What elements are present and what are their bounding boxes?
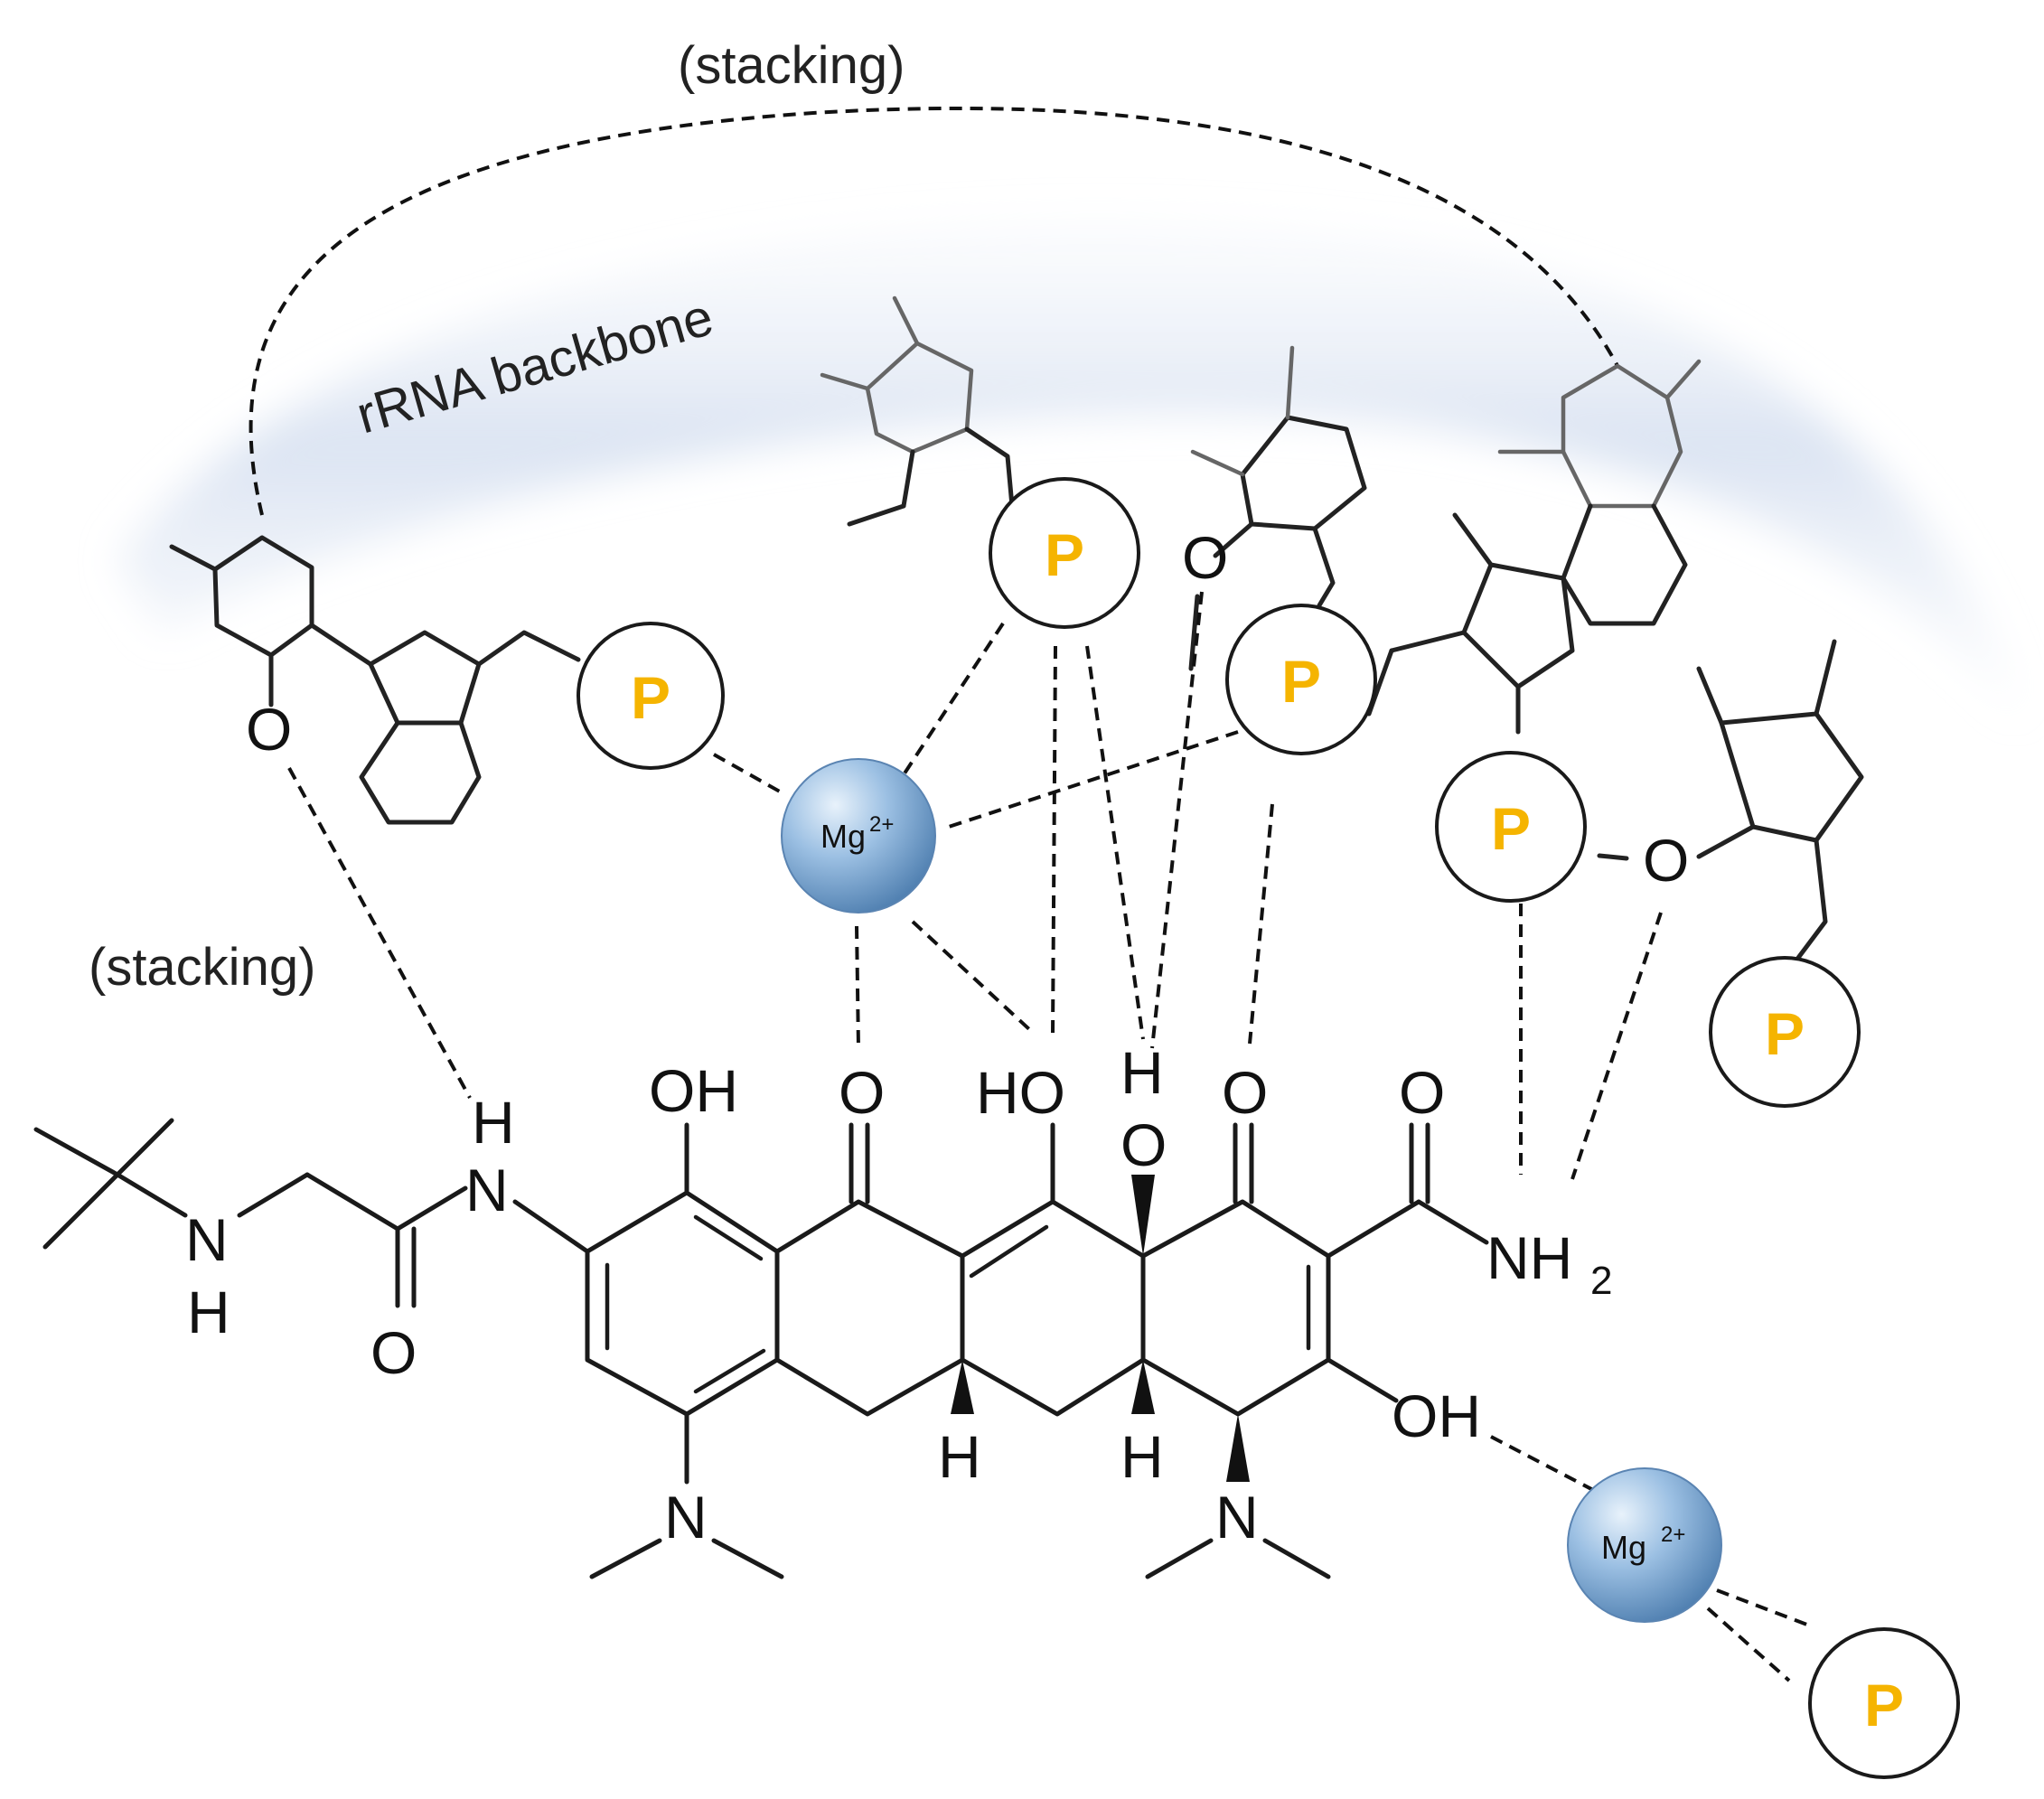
stacking-arc	[248, 106, 1619, 516]
oh-left: OH	[649, 1057, 738, 1124]
svg-text:P: P	[631, 664, 670, 731]
h-top: H	[1120, 1039, 1164, 1106]
h-amide-nh: H	[472, 1089, 515, 1156]
h-stereo-left: H	[938, 1423, 981, 1490]
h-amine: H	[187, 1279, 230, 1345]
mg-ion-second: Mg 2+	[1567, 1467, 1722, 1623]
o-ketone-left: O	[839, 1059, 885, 1126]
phosphate-3: P	[1225, 604, 1377, 755]
tigecycline-structure: N H O N H OH N O H	[33, 1039, 1612, 1579]
n-amide-nh2: NH	[1486, 1224, 1572, 1291]
stacking-label-left: (stacking)	[89, 938, 315, 997]
rrna-center-nucleotide: O	[1182, 345, 1367, 671]
phosphate-6: P	[1808, 1627, 1960, 1779]
o-rna-left: O	[246, 696, 292, 763]
svg-text:Mg: Mg	[820, 818, 866, 855]
phosphate-2: P	[989, 477, 1140, 629]
rrna-middle-nucleotide	[820, 295, 1015, 527]
svg-text:P: P	[1281, 648, 1321, 715]
svg-text:Mg: Mg	[1601, 1529, 1646, 1566]
svg-text:P: P	[1045, 521, 1084, 588]
o-rna-right: O	[1643, 827, 1689, 894]
svg-text:2+: 2+	[1661, 1523, 1685, 1547]
rrna-left-nucleotide: O	[169, 535, 581, 825]
svg-text:2+: 2+	[869, 812, 894, 837]
rrna-far-right-nucleotide: O	[1597, 639, 1864, 960]
interaction-lines	[287, 591, 1813, 1682]
phosphate-1: P	[577, 622, 725, 770]
n-amine: N	[185, 1206, 229, 1273]
svg-text:P: P	[1491, 795, 1531, 862]
n-amide: N	[465, 1157, 509, 1223]
o-ketone-right: O	[1222, 1059, 1268, 1126]
rrna-backbone-band	[117, 219, 2024, 724]
phosphate-4: P	[1435, 751, 1587, 903]
stacking-label-top: (stacking)	[678, 36, 905, 95]
ho-enol: HO	[976, 1059, 1065, 1126]
rrna-right-base	[1366, 359, 1702, 735]
o-amide: O	[1399, 1059, 1445, 1126]
n-dimethyl-left: N	[664, 1484, 708, 1551]
n-dimethyl-right: N	[1215, 1484, 1259, 1551]
nh2-subscript: 2	[1590, 1259, 1612, 1303]
phosphate-5: P	[1709, 956, 1861, 1108]
svg-text:P: P	[1765, 1000, 1805, 1067]
o-rna-mid: O	[1182, 524, 1228, 591]
mg-ion-main: Mg 2+	[781, 758, 936, 914]
o-hydroxy: O	[1120, 1111, 1167, 1178]
oh-right: OH	[1392, 1382, 1481, 1449]
h-stereo-right: H	[1120, 1423, 1164, 1490]
svg-text:P: P	[1864, 1672, 1904, 1738]
o-glycyl: O	[370, 1319, 417, 1386]
